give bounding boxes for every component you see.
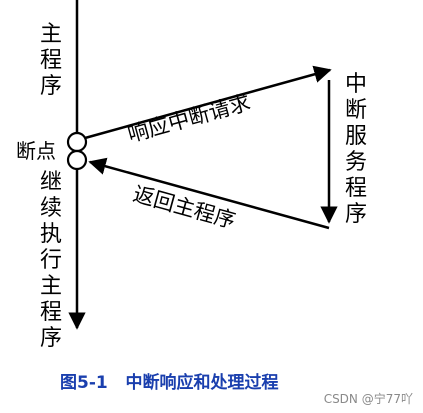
- breakpoint-label: 断点: [16, 139, 56, 163]
- isr-label: 中断服务程序: [344, 72, 367, 227]
- main-program-label: 主程序: [39, 22, 62, 99]
- breakpoint-circle-bottom: [66, 149, 88, 171]
- breakpoint-circle-top: [66, 131, 88, 153]
- figure-caption: 图5-1 中断响应和处理过程: [60, 373, 279, 393]
- watermark: CSDN @宁77吖: [323, 392, 413, 406]
- continue-main-label: 继续执行主程序: [39, 170, 62, 351]
- return-arrow: [88, 157, 330, 230]
- interrupt-request-arrow: [84, 65, 332, 140]
